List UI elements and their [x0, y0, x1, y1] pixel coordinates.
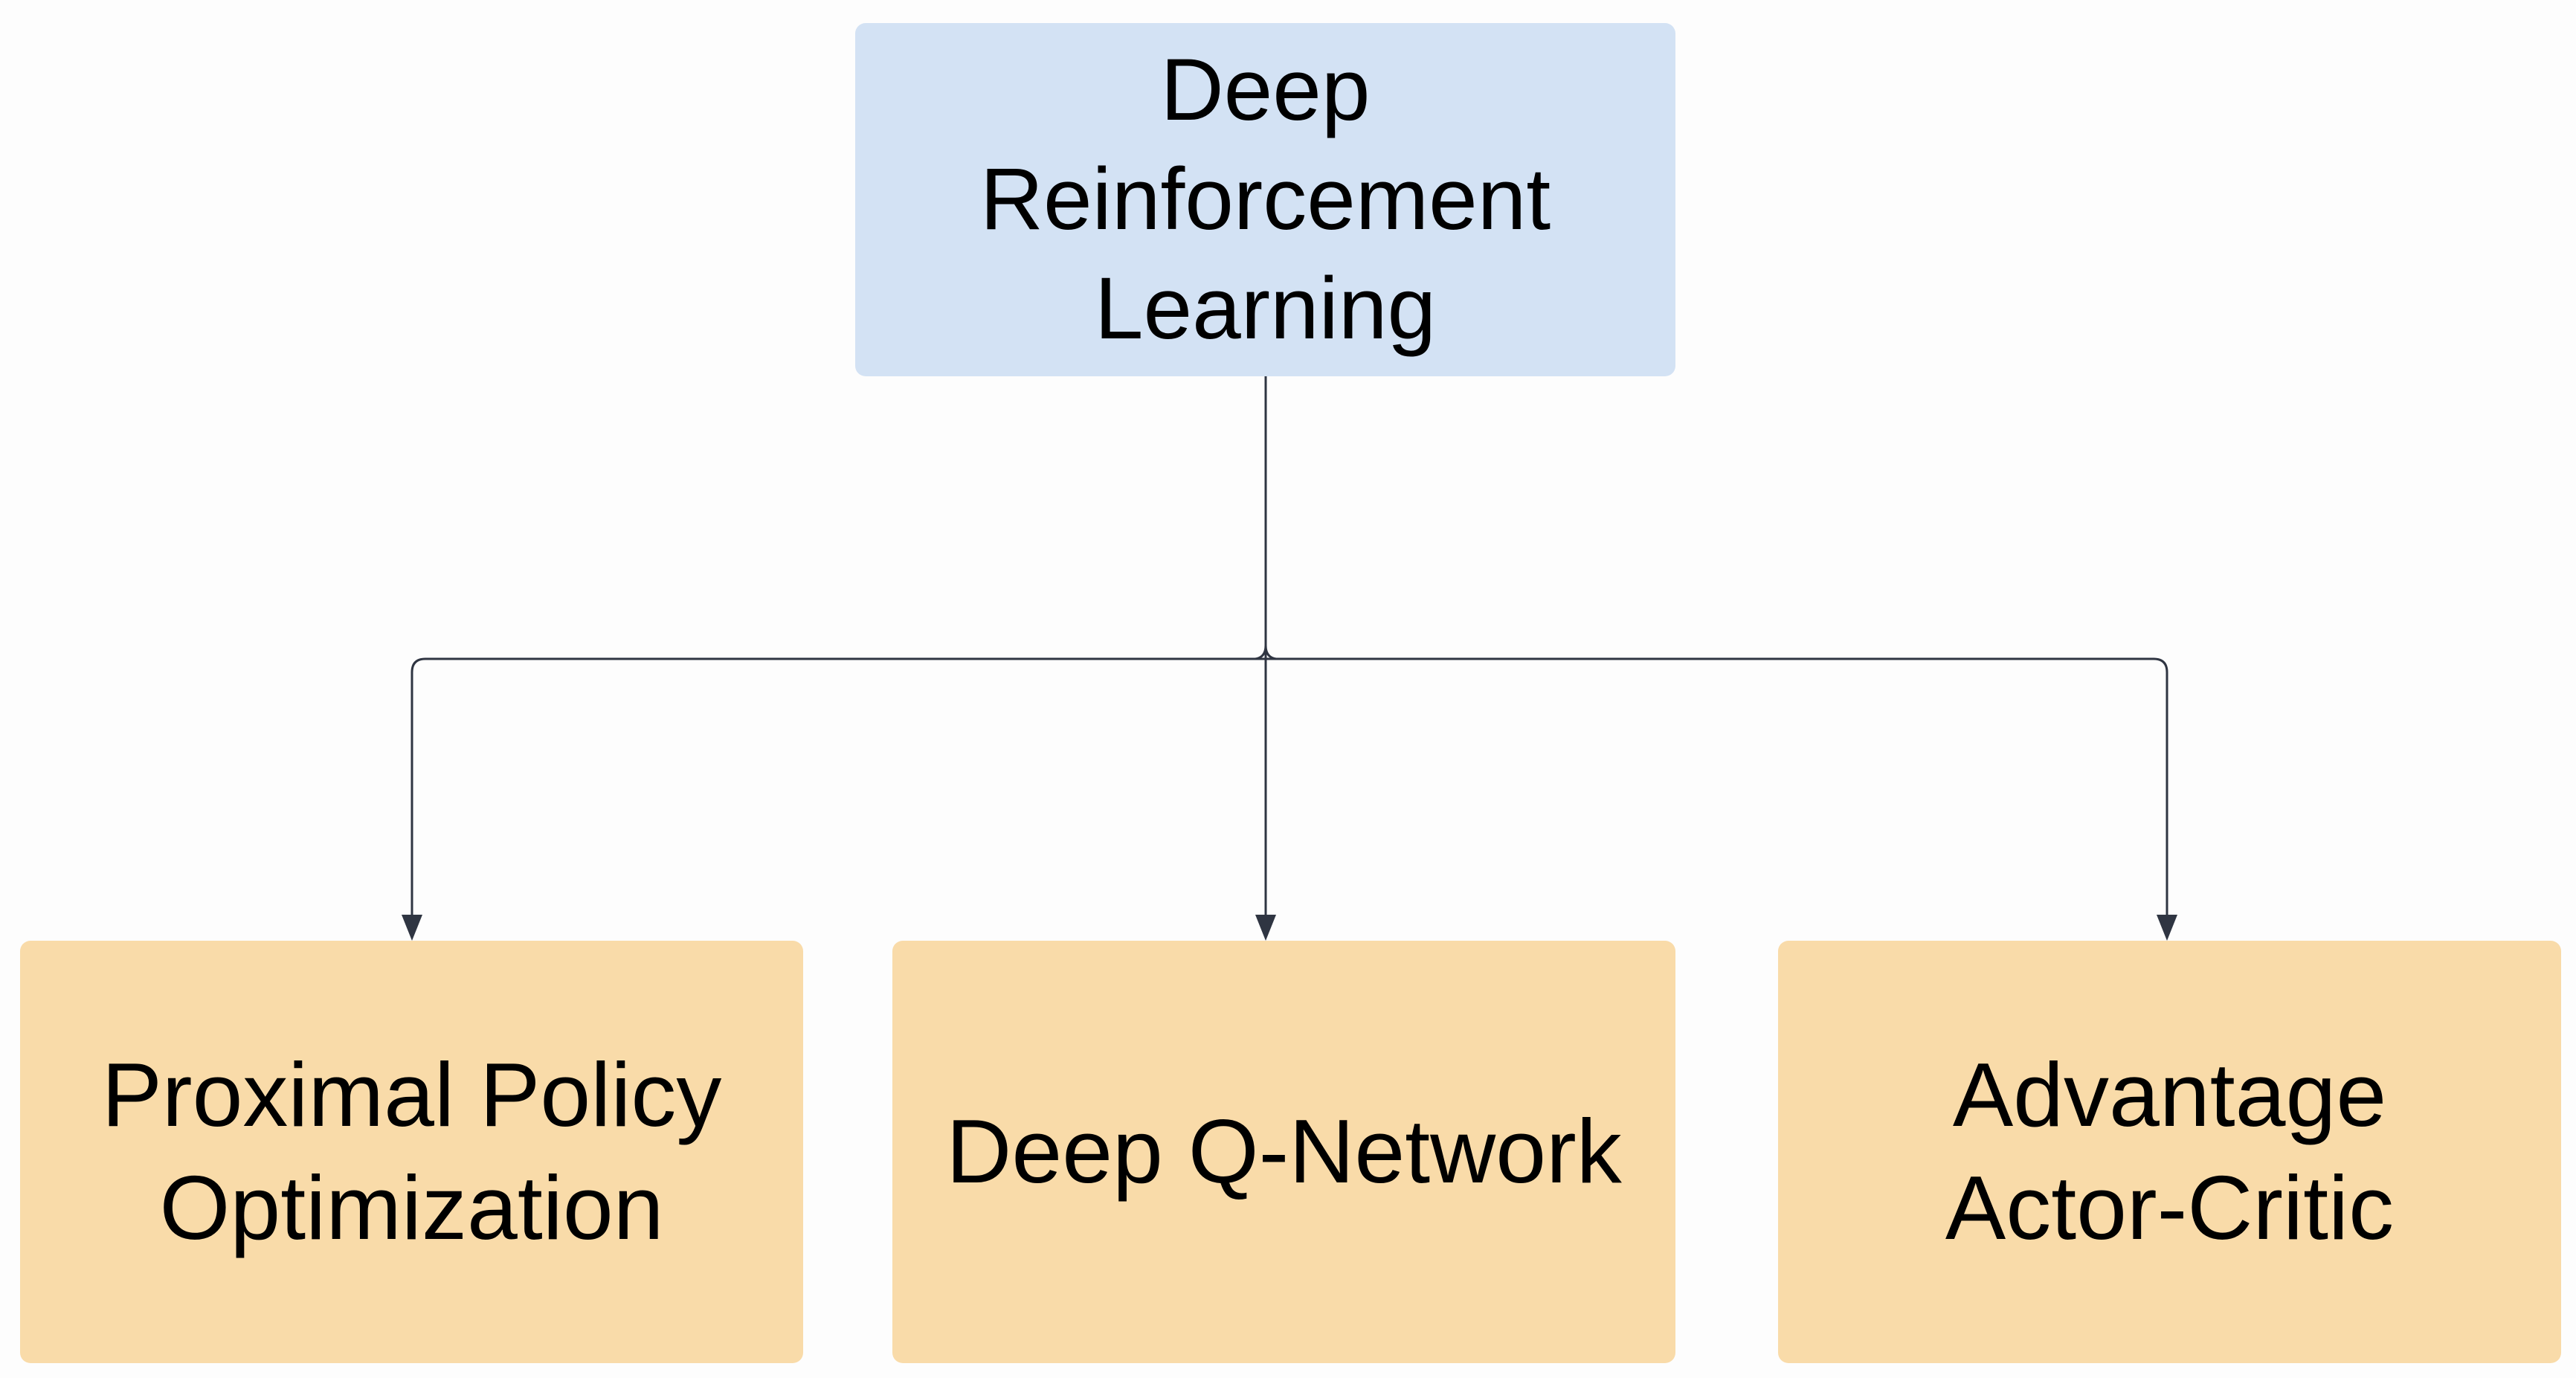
root-node-deep-rl[interactable]: Deep Reinforcement Learning	[855, 23, 1675, 376]
child-node-ppo[interactable]: Proximal Policy Optimization	[20, 941, 803, 1363]
child-node-label-dqn: Deep Q-Network	[946, 1101, 1622, 1202]
child-node-label-ppo: Proximal Policy Optimization	[101, 1044, 722, 1258]
connector-trunk	[1254, 375, 1278, 660]
root-node-label: Deep Reinforcement Learning	[979, 41, 1551, 358]
arrowhead-dqn	[1255, 915, 1276, 941]
arrowhead-a2c	[2157, 915, 2177, 941]
connector-to-ppo	[410, 657, 1257, 918]
child-node-dqn[interactable]: Deep Q-Network	[892, 941, 1675, 1363]
connector-to-a2c	[1275, 657, 2168, 918]
arrowhead-ppo	[402, 915, 422, 941]
child-node-a2c[interactable]: Advantage Actor-Critic	[1778, 941, 2561, 1363]
child-node-label-a2c: Advantage Actor-Critic	[1945, 1044, 2395, 1258]
